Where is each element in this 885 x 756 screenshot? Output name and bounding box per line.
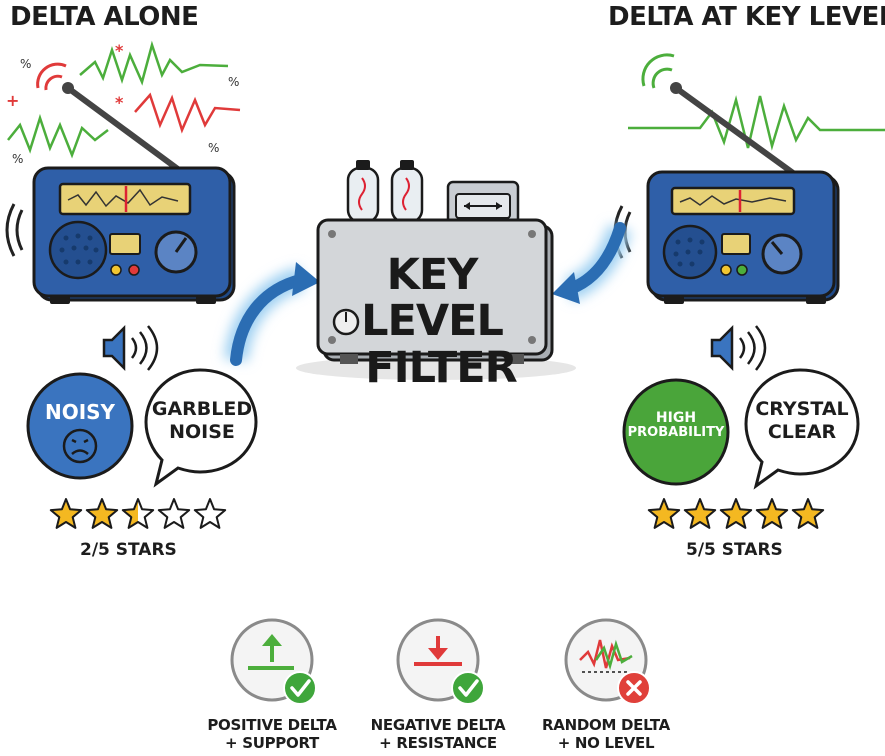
noisy-badge [26, 372, 134, 480]
high-probability-label: HIGH PROBABILITY [624, 410, 728, 441]
cross-icon [617, 671, 651, 705]
star-icon [791, 498, 825, 529]
condition-line: + NO LEVEL [557, 734, 655, 752]
badge-line: HIGH [655, 410, 697, 426]
filter-title: KEY LEVEL FILTER [318, 250, 546, 393]
crystal-clear-text: CRYSTAL CLEAR [748, 398, 856, 444]
svg-text:%: % [228, 75, 239, 89]
condition-line: + SUPPORT [225, 734, 319, 752]
left-heading: DELTA ALONE [10, 2, 199, 32]
star-icon [121, 498, 155, 529]
garbled-noise-text: GARBLED NOISE [148, 398, 256, 444]
check-icon [283, 671, 317, 705]
star-icon [647, 498, 681, 529]
right-star-rating [647, 498, 825, 529]
bubble-line: CRYSTAL [755, 398, 849, 420]
svg-text:+: + [6, 91, 19, 110]
condition-line: POSITIVE DELTA [207, 716, 337, 734]
star-icon [157, 498, 191, 529]
svg-text:%: % [20, 57, 31, 71]
svg-text:*: * [115, 93, 124, 112]
speech-bubble [744, 368, 860, 490]
svg-text:%: % [208, 141, 219, 155]
check-icon [451, 671, 485, 705]
sad-face-icon [62, 428, 98, 464]
star-icon [85, 498, 119, 529]
arrow-left-to-filter-icon [224, 262, 320, 366]
condition-random-label: RANDOM DELTA + NO LEVEL [536, 716, 676, 752]
condition-positive-label: POSITIVE DELTA + SUPPORT [202, 716, 342, 752]
bubble-line: CLEAR [767, 420, 837, 443]
condition-negative-label: NEGATIVE DELTA + RESISTANCE [368, 716, 508, 752]
star-icon [49, 498, 83, 529]
star-icon [755, 498, 789, 529]
bubble-line: GARBLED [151, 398, 253, 420]
speaker-icon [710, 324, 767, 372]
star-icon [719, 498, 753, 529]
filter-title-line2: FILTER [365, 342, 517, 393]
noisy-badge-label: NOISY [44, 400, 116, 424]
bubble-line: NOISE [169, 420, 235, 443]
star-icon [683, 498, 717, 529]
antenna-icon [65, 85, 193, 181]
right-stars-label: 5/5 STARS [686, 540, 783, 560]
noise-wave-icon: % % % % * + * [6, 40, 241, 166]
svg-text:%: % [12, 152, 23, 166]
svg-text:*: * [115, 41, 124, 60]
high-probability-badge [622, 378, 730, 486]
condition-line: RANDOM DELTA [542, 716, 670, 734]
filter-title-line1: KEY LEVEL [361, 250, 504, 347]
star-icon [193, 498, 227, 529]
arrow-right-to-filter-icon [552, 222, 632, 304]
badge-line: PROBABILITY [627, 425, 725, 441]
condition-line: NEGATIVE DELTA [370, 716, 506, 734]
speech-bubble [144, 368, 258, 488]
condition-line: + RESISTANCE [379, 734, 497, 752]
right-heading: DELTA AT KEY LEVEL [608, 2, 885, 32]
vacuum-tube-icon [346, 160, 424, 224]
left-star-rating [49, 498, 227, 529]
antenna-icon [673, 85, 803, 181]
left-stars-label: 2/5 STARS [80, 540, 177, 560]
speaker-icon [102, 324, 159, 372]
